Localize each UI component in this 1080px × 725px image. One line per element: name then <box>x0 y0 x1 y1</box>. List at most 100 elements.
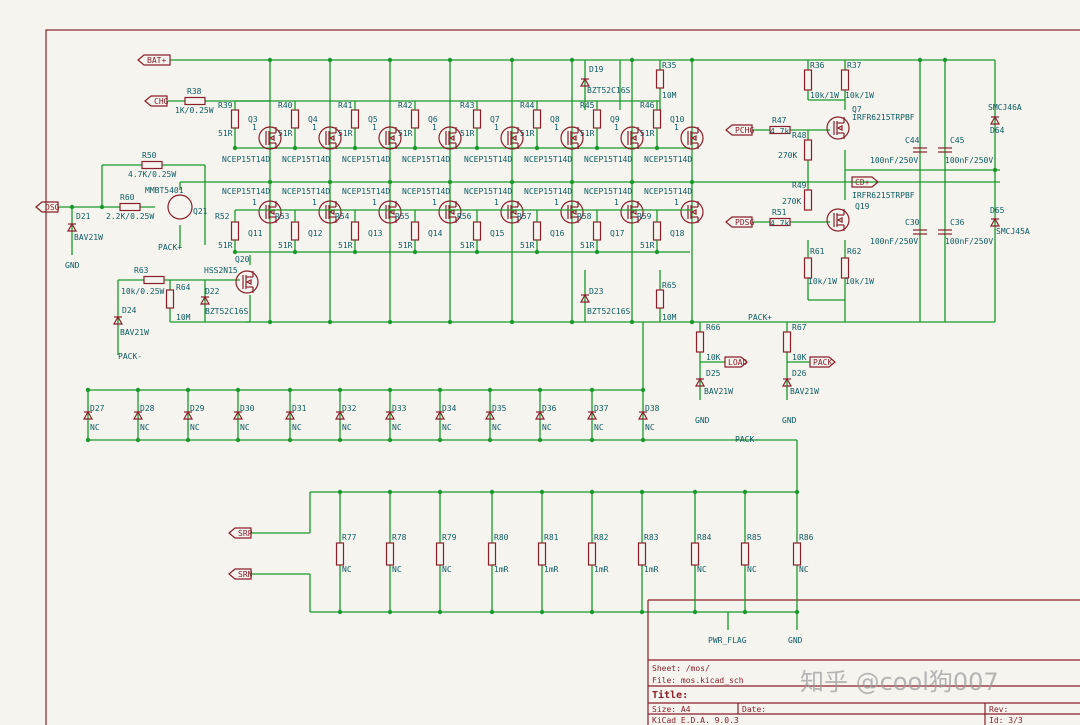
diode-body <box>132 410 144 420</box>
upper-fet-part: NCEP15T14D <box>464 155 512 164</box>
lower-gate-ref: R57 <box>517 212 532 221</box>
diode-body <box>112 315 124 325</box>
lower-gate-ref: R59 <box>637 212 652 221</box>
tb-title: Title: <box>652 689 688 701</box>
hlabel-shape <box>724 356 748 368</box>
tb-rev: Rev: <box>989 705 1008 714</box>
junction-dot <box>337 437 343 443</box>
d25-val: BAV21W <box>704 387 733 396</box>
junction-dot <box>387 489 393 495</box>
junction-dot <box>99 204 105 210</box>
lower-gate-val: 51R <box>460 241 475 250</box>
junction-dot <box>337 489 343 495</box>
d22-diode <box>199 295 211 305</box>
r51-ref: R51 <box>772 208 787 217</box>
lower-gate-ref: R56 <box>457 212 472 221</box>
shunt-ref: R84 <box>697 533 712 542</box>
lower-fet-part: NCEP15T14D <box>282 187 330 196</box>
shunt-val: NC <box>697 565 707 574</box>
junction-dot <box>539 609 545 615</box>
junction-dot <box>640 437 646 443</box>
lower-mosfet <box>620 200 644 224</box>
r65-ref: R65 <box>662 281 677 290</box>
lower-gate-resistor <box>532 221 542 241</box>
r66-val: 10K <box>706 353 721 362</box>
lower-mosfet <box>500 200 524 224</box>
hlabel-text: SRP <box>238 529 253 538</box>
hlabel-text: LOAD <box>728 358 747 367</box>
r63-ref: R63 <box>134 266 149 275</box>
q19-pmos <box>826 208 850 232</box>
junction-dot <box>474 249 480 255</box>
upper-gate-ref: R41 <box>338 101 353 110</box>
c44-val: 100nF/250V <box>870 156 918 165</box>
c36-ref: C36 <box>950 218 965 227</box>
hlabel-shape <box>228 527 252 539</box>
junction-dot <box>569 319 575 325</box>
junction-dot <box>794 489 800 495</box>
lower-gate-resistor <box>350 221 360 241</box>
watermark: 知乎 @cool狗007 <box>800 668 999 696</box>
d23-ref: D23 <box>589 287 604 296</box>
upper-gate-resistor <box>532 109 542 129</box>
r63-val: 10k/0.25W <box>121 287 165 296</box>
tvs-diode <box>232 410 244 420</box>
r65 <box>655 289 665 309</box>
junction-dot <box>629 57 635 63</box>
d21-ref: D21 <box>76 212 91 221</box>
r50-val: 4.7K/0.25W <box>128 170 176 179</box>
r48 <box>803 139 813 161</box>
fet-outline <box>318 126 342 150</box>
shunt-resistor <box>435 542 445 566</box>
diode-body <box>66 222 78 232</box>
shunt-val: NC <box>747 565 757 574</box>
c44-ref: C44 <box>905 136 920 145</box>
upper-gate-ref: R44 <box>520 101 535 110</box>
tvs-ref: D28 <box>140 404 155 413</box>
junction-dot <box>639 609 645 615</box>
gnd-label: GND <box>65 261 80 270</box>
fet-arrow <box>388 209 395 215</box>
lower-gate-val: 51R <box>278 241 293 250</box>
upper-gate-ref: R45 <box>580 101 595 110</box>
fet-arrow <box>268 209 275 215</box>
tvs-diode <box>334 410 346 420</box>
pin-number: 1 <box>614 198 619 207</box>
lower-gate-resistor <box>410 221 420 241</box>
tvs-ref: D36 <box>542 404 557 413</box>
lower-fet-ref: Q18 <box>670 229 685 238</box>
hlabel-text: CD+ <box>855 178 870 187</box>
junction-dot <box>629 319 635 325</box>
upper-mosfet <box>378 126 402 150</box>
junction-dot <box>352 145 358 151</box>
fet-arrow <box>448 209 455 215</box>
lower-gate-val: 51R <box>398 241 413 250</box>
r38-ref: R38 <box>187 87 202 96</box>
pack-plus-net-b: PACK+ <box>748 313 772 322</box>
junction-dot <box>447 319 453 325</box>
tb-kicad: KiCad E.D.A. 9.0.3 <box>652 716 739 725</box>
fet-outline <box>258 126 282 150</box>
lower-fet-part: NCEP15T14D <box>342 187 390 196</box>
junction-dot <box>509 319 515 325</box>
junction-dot <box>534 145 540 151</box>
fet-arrow <box>630 209 637 215</box>
shunt-resistor <box>335 542 345 566</box>
tvs-val: NC <box>190 423 200 432</box>
junction-dot <box>412 249 418 255</box>
hlabel-shape <box>851 176 879 188</box>
junction-dot <box>387 319 393 325</box>
diode-body <box>182 410 194 420</box>
upper-fet-ref: Q4 <box>308 115 318 124</box>
junction-dot <box>487 437 493 443</box>
fet-arrow <box>245 279 252 285</box>
d64-val: SMCJ46A <box>988 103 1022 112</box>
hlabel-text: PDSG <box>735 218 754 227</box>
upper-gate-ref: R39 <box>218 101 233 110</box>
r37-ref: R37 <box>847 61 862 70</box>
r64-ref: R64 <box>176 283 191 292</box>
fet-arrow <box>510 209 517 215</box>
hlabel-shape <box>809 356 836 368</box>
r35 <box>655 69 665 89</box>
